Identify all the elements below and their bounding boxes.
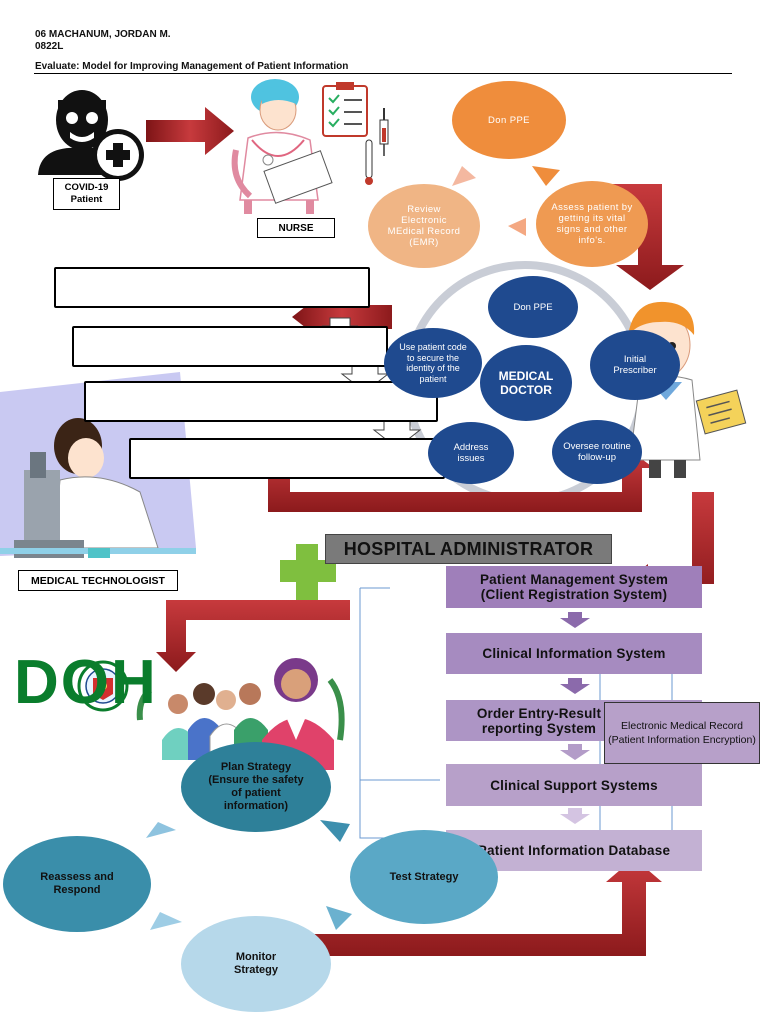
patient-icon [38,90,144,181]
patient-label: COVID-19 Patient [53,178,120,210]
node-monitor-strategy: Monitor Strategy [181,916,331,1012]
plus-icon [280,544,336,600]
cycle-arrow-3 [508,218,526,236]
arrow-patient-to-nurse [146,107,234,155]
node-doctor-address-text: Address issues [453,442,489,464]
node-doctor-initial-text: Initial Prescriber [613,354,657,376]
node-nurse-assess: Assess patient by getting its vital sign… [536,181,648,267]
syringe-icon [379,108,389,156]
node-doctor-oversee-text: Oversee routine follow-up [563,441,631,463]
node-doctor-initial: Initial Prescriber [590,330,680,400]
node-nurse-review-emr: Review Electronic MEdical Record (EMR) [368,184,480,268]
doh-arrow-3 [326,906,352,930]
hospital-admin-banner: HOSPITAL ADMINISTRATOR [325,534,612,564]
cycle-arrow-1 [452,166,476,186]
sys-clinical-support: Clinical Support Systems [446,764,702,806]
page-title: Evaluate: Model for Improving Management… [35,61,349,72]
node-monitor-strategy-text: Monitor Strategy [233,951,279,976]
sys-arrow-3 [560,744,590,760]
sys-arrow-2 [560,678,590,694]
doh-arrow-1 [146,822,176,838]
clipboard-icon [322,82,368,137]
hospital-admin-text: HOSPITAL ADMINISTRATOR [343,538,594,559]
doh-arrow-2 [320,820,350,842]
node-plan-strategy: Plan Strategy (Ensure the safety of pati… [181,742,331,832]
node-nurse-review-emr-text: Review Electronic MEdical Record (EMR) [387,204,461,248]
header-rule [34,73,732,74]
nurse-figure [231,79,333,214]
node-doctor-address: Address issues [428,422,514,484]
lab-step-box-2 [72,326,388,367]
doh-logo: DOH [14,648,158,718]
node-reassess-respond: Reassess and Respond [3,836,151,932]
node-test-strategy-text: Test Strategy [389,870,459,883]
doh-logo-text: DOH [14,648,158,717]
arrow-lab-to-doctor [268,452,654,512]
node-plan-strategy-text: Plan Strategy (Ensure the safety of pati… [208,761,304,812]
node-medical-doctor-text: MEDICAL DOCTOR [498,369,554,397]
doh-arrow-4 [150,912,182,930]
node-doctor-oversee: Oversee routine follow-up [552,420,642,484]
lab-step-box-1 [54,267,370,308]
nurse-label: NURSE [257,218,335,238]
node-nurse-don-ppe-text: Don PPE [488,114,530,126]
doh-seal-icon [77,660,129,712]
sys-patient-management: Patient Management System (Client Regist… [446,566,702,608]
author-name: 06 MACHANUM, JORDAN M. [35,29,171,40]
thermometer-icon [365,139,373,185]
node-doctor-don-ppe: Don PPE [488,276,578,338]
arrow-admin-to-doh [156,600,350,672]
sys-clinical-information: Clinical Information System [446,633,702,674]
node-test-strategy: Test Strategy [350,830,498,924]
lab-step-box-3 [84,381,438,422]
lab-step-box-4 [129,438,445,479]
cycle-arrow-2 [532,166,560,186]
node-doctor-patient-code: Use patient code to secure the identity … [384,328,482,398]
sys-arrow-1 [560,612,590,628]
node-nurse-assess-text: Assess patient by getting its vital sign… [551,202,633,246]
node-medical-doctor: MEDICAL DOCTOR [480,345,572,421]
medtech-label: MEDICAL TECHNOLOGIST [18,570,178,591]
node-doctor-patient-code-text: Use patient code to secure the identity … [399,342,467,384]
emr-encryption-note: Electronic Medical Record (Patient Infor… [604,702,760,764]
node-reassess-respond-text: Reassess and Respond [40,871,114,896]
sys-arrow-4 [560,808,590,824]
node-nurse-don-ppe: Don PPE [452,81,566,159]
section-code: 0822L [35,41,64,52]
bracket-lines [359,587,440,839]
node-doctor-don-ppe-text: Don PPE [513,301,553,313]
